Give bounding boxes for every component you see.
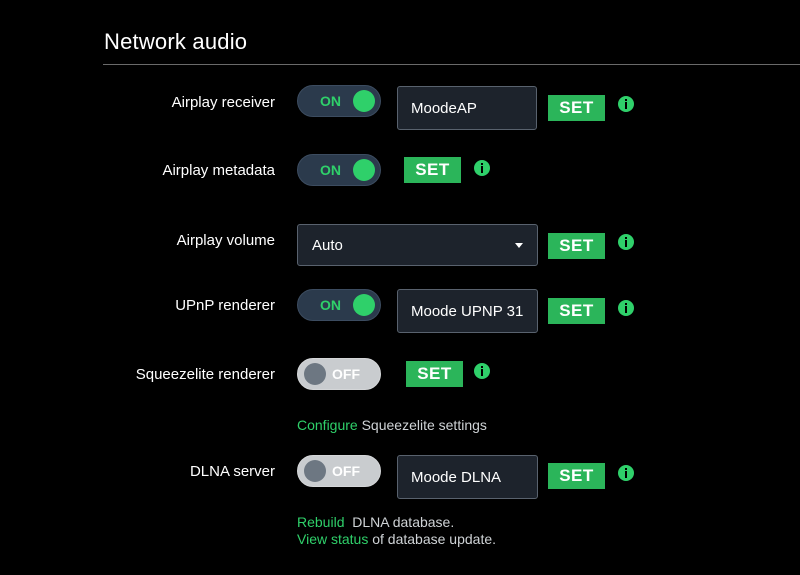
squeezelite-renderer-row: Squeezelite renderer OFF SET xyxy=(0,355,800,395)
squeezelite-help-text: Configure Squeezelite settings xyxy=(297,417,487,433)
toggle-state-text: OFF xyxy=(332,463,360,479)
squeezelite-renderer-label: Squeezelite renderer xyxy=(135,365,275,383)
airplay-volume-selected-value: Auto xyxy=(312,236,343,254)
upnp-renderer-label: UPnP renderer xyxy=(175,296,275,314)
dlna-status-help-text: View status of database update. xyxy=(297,531,496,547)
airplay-volume-label: Airplay volume xyxy=(176,231,275,249)
info-circle-icon[interactable] xyxy=(618,300,634,316)
toggle-knob xyxy=(304,363,326,385)
dlna-server-toggle[interactable]: OFF xyxy=(297,455,381,487)
dlna-server-name-input[interactable]: Moode DLNA xyxy=(397,455,538,499)
airplay-volume-row: Airplay volume Auto SET xyxy=(0,224,800,266)
info-circle-icon[interactable] xyxy=(474,160,490,176)
toggle-knob xyxy=(353,90,375,112)
squeezelite-renderer-set-button[interactable]: SET xyxy=(406,361,463,387)
section-divider xyxy=(103,64,800,65)
toggle-knob xyxy=(353,294,375,316)
toggle-knob xyxy=(353,159,375,181)
toggle-state-text: ON xyxy=(320,297,341,313)
airplay-metadata-row: Airplay metadata ON SET xyxy=(0,151,800,191)
squeezelite-renderer-toggle[interactable]: OFF xyxy=(297,358,381,390)
info-circle-icon[interactable] xyxy=(618,234,634,250)
info-circle-icon[interactable] xyxy=(618,465,634,481)
airplay-receiver-set-button[interactable]: SET xyxy=(548,95,605,121)
airplay-volume-select[interactable]: Auto xyxy=(297,224,538,266)
rebuild-dlna-description: DLNA database. xyxy=(344,514,455,530)
configure-squeezelite-link[interactable]: Configure xyxy=(297,417,358,433)
section-title: Network audio xyxy=(104,29,248,54)
dlna-server-label: DLNA server xyxy=(189,462,275,480)
dlna-server-row: DLNA server OFF Moode DLNA SET xyxy=(0,452,800,499)
toggle-state-text: ON xyxy=(320,93,341,109)
airplay-receiver-label: Airplay receiver xyxy=(171,93,275,111)
upnp-renderer-name-input[interactable]: Moode UPNP 31 xyxy=(397,289,538,333)
view-status-description: of database update. xyxy=(368,531,497,547)
info-circle-icon[interactable] xyxy=(474,363,490,379)
airplay-metadata-set-button[interactable]: SET xyxy=(404,157,461,183)
airplay-metadata-label: Airplay metadata xyxy=(162,161,275,179)
airplay-receiver-row: Airplay receiver ON MoodeAP SET xyxy=(0,83,800,130)
airplay-metadata-toggle[interactable]: ON xyxy=(297,154,381,186)
upnp-renderer-toggle[interactable]: ON xyxy=(297,289,381,321)
dlna-rebuild-help-text: Rebuild DLNA database. xyxy=(297,514,454,530)
chevron-down-icon xyxy=(515,243,523,248)
dlna-server-set-button[interactable]: SET xyxy=(548,463,605,489)
toggle-state-text: ON xyxy=(320,162,341,178)
squeezelite-help-description: Squeezelite settings xyxy=(357,417,487,433)
airplay-volume-set-button[interactable]: SET xyxy=(548,233,605,259)
upnp-renderer-set-button[interactable]: SET xyxy=(548,298,605,324)
info-circle-icon[interactable] xyxy=(618,96,634,112)
rebuild-dlna-link[interactable]: Rebuild xyxy=(297,514,345,530)
upnp-renderer-row: UPnP renderer ON Moode UPNP 31 SET xyxy=(0,286,800,333)
toggle-state-text: OFF xyxy=(332,366,360,382)
view-status-link[interactable]: View status xyxy=(297,531,369,547)
toggle-knob xyxy=(304,460,326,482)
airplay-receiver-toggle[interactable]: ON xyxy=(297,85,381,117)
airplay-receiver-name-input[interactable]: MoodeAP xyxy=(397,86,537,130)
